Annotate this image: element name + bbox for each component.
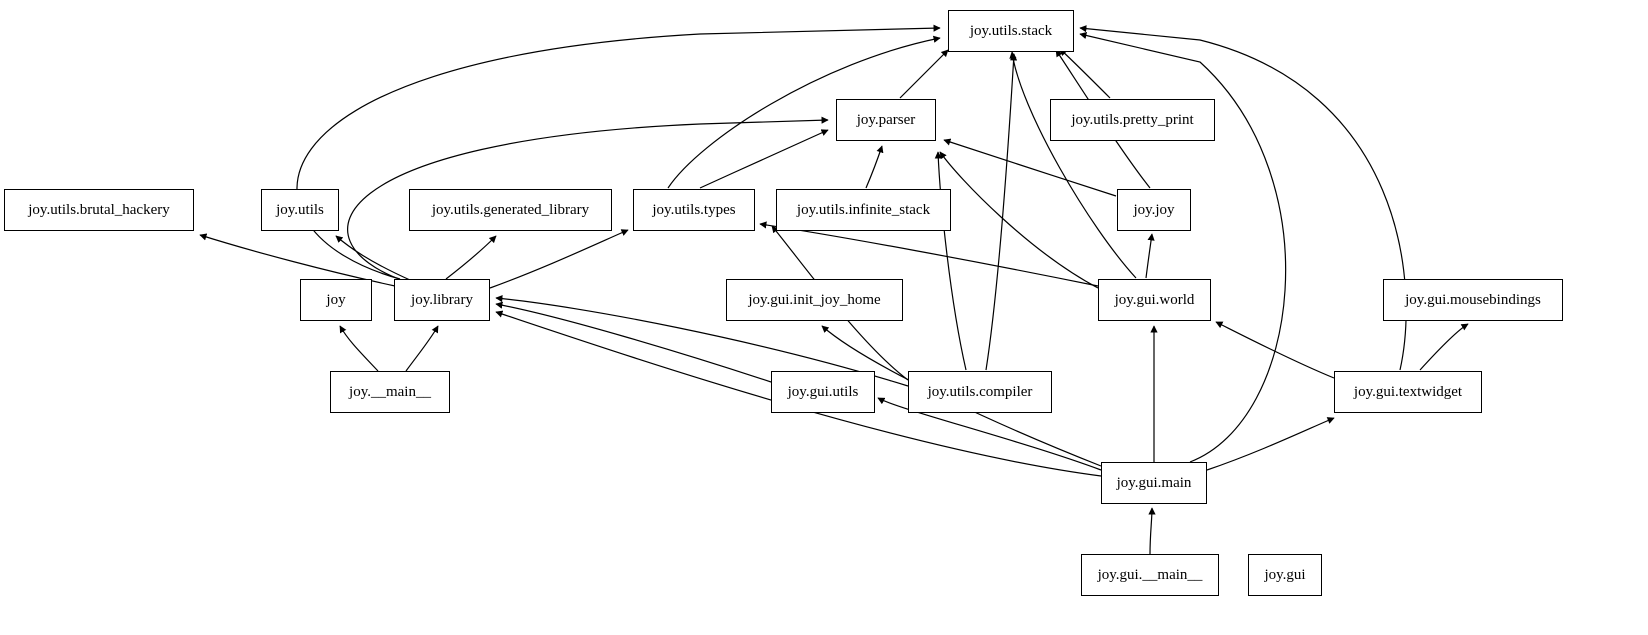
node-label: joy.gui.world [1114,291,1195,308]
node-label: joy.library [411,291,473,308]
node-joy-utils-infinite-stack[interactable]: joy.utils.infinite_stack [776,189,951,231]
node-joy-parser[interactable]: joy.parser [836,99,936,141]
node-label: joy.utils.infinite_stack [796,201,931,218]
node-label: joy.gui.mousebindings [1405,291,1541,308]
node-label: joy.utils.compiler [927,383,1033,400]
node-label: joy.utils.types [652,201,736,218]
node-label: joy.__main__ [349,383,431,400]
node-joy-utils-generated-library[interactable]: joy.utils.generated_library [409,189,612,231]
node-label: joy.joy [1133,201,1175,218]
node-label: joy.gui.main [1116,474,1192,491]
node-joy-utils-stack[interactable]: joy.utils.stack [948,10,1074,52]
node-joy-joy[interactable]: joy.joy [1117,189,1191,231]
node-joy-gui-main[interactable]: joy.gui.main [1101,462,1207,504]
node-joy-utils-pretty-print[interactable]: joy.utils.pretty_print [1050,99,1215,141]
node-joy-main-module[interactable]: joy.__main__ [330,371,450,413]
node-joy-gui-world[interactable]: joy.gui.world [1098,279,1211,321]
node-label: joy.gui.textwidget [1353,383,1463,400]
node-joy-utils[interactable]: joy.utils [261,189,339,231]
node-label: joy.gui.utils [787,383,859,400]
node-label: joy.parser [856,111,916,128]
node-joy-gui-textwidget[interactable]: joy.gui.textwidget [1334,371,1482,413]
node-label: joy.gui.__main__ [1097,566,1203,583]
node-joy-library[interactable]: joy.library [394,279,490,321]
node-joy-gui[interactable]: joy.gui [1248,554,1322,596]
node-label: joy [326,291,346,308]
node-joy-utils-types[interactable]: joy.utils.types [633,189,755,231]
node-joy-gui-main-module[interactable]: joy.gui.__main__ [1081,554,1219,596]
node-label: joy.utils.generated_library [431,201,590,218]
node-label: joy.utils.pretty_print [1071,111,1194,128]
node-joy-utils-brutal-hackery[interactable]: joy.utils.brutal_hackery [4,189,194,231]
node-joy-utils-compiler[interactable]: joy.utils.compiler [908,371,1052,413]
node-label: joy.utils [276,201,324,218]
node-joy-gui-utils[interactable]: joy.gui.utils [771,371,875,413]
node-joy-gui-init-joy-home[interactable]: joy.gui.init_joy_home [726,279,903,321]
node-label: joy.utils.stack [969,22,1053,39]
node-label: joy.gui [1264,566,1306,583]
node-label: joy.utils.brutal_hackery [28,201,170,218]
node-joy[interactable]: joy [300,279,372,321]
node-joy-gui-mousebindings[interactable]: joy.gui.mousebindings [1383,279,1563,321]
node-label: joy.gui.init_joy_home [748,291,881,308]
